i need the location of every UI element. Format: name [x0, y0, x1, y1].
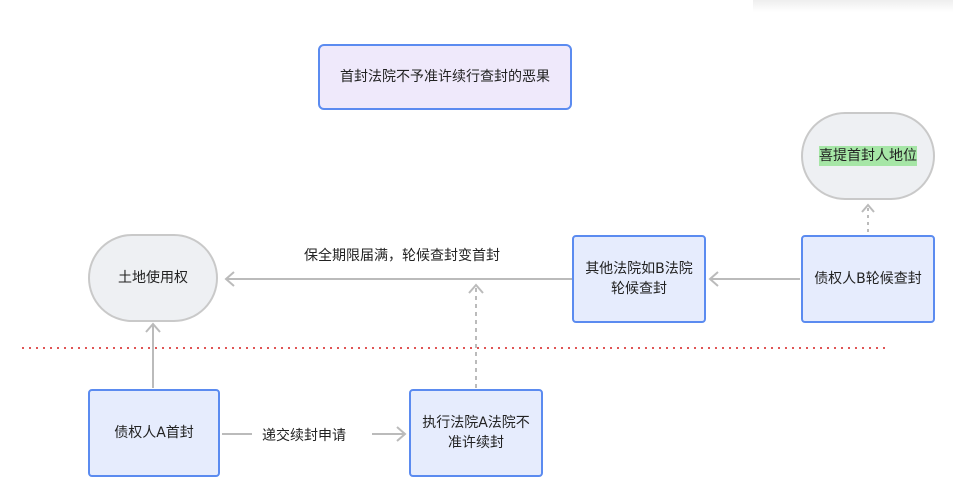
arrow-other-court-to-land: [224, 271, 572, 287]
node-land-use-right-label: 土地使用权: [118, 270, 188, 286]
node-land-use-right: 土地使用权: [88, 234, 218, 322]
diagram-title-text: 首封法院不予准许续行查封的恶果: [340, 69, 550, 85]
arrow-creditor-a-to-executing-court: [222, 426, 407, 442]
edge-label-apply: 递交续封申请: [258, 425, 350, 445]
node-creditor-a: 债权人A首封: [88, 389, 220, 477]
node-executing-court: 执行法院A法院不准许续封: [409, 389, 543, 477]
arrow-executing-court-to-edge: [468, 283, 484, 388]
arrow-creditor-b-to-status: [861, 203, 875, 232]
node-other-court-label: 其他法院如B法院轮候查封: [585, 261, 693, 297]
node-creditor-b-label: 债权人B轮候查封: [814, 271, 922, 287]
arrow-creditor-b-to-other-court: [708, 271, 800, 287]
diagram-title: 首封法院不予准许续行查封的恶果: [318, 44, 572, 110]
arrow-creditor-a-to-land: [145, 322, 161, 388]
edge-label-expire: 保全期限届满，轮候查封变首封: [300, 245, 504, 265]
node-other-court: 其他法院如B法院轮候查封: [572, 235, 706, 323]
node-first-seal-status-label: 喜提首封人地位: [819, 146, 917, 166]
corner-shadow: [753, 0, 953, 12]
node-executing-court-label: 执行法院A法院不准许续封: [422, 415, 530, 451]
node-creditor-a-label: 债权人A首封: [114, 425, 194, 441]
node-first-seal-status: 喜提首封人地位: [801, 112, 935, 200]
node-creditor-b: 债权人B轮候查封: [801, 235, 935, 323]
